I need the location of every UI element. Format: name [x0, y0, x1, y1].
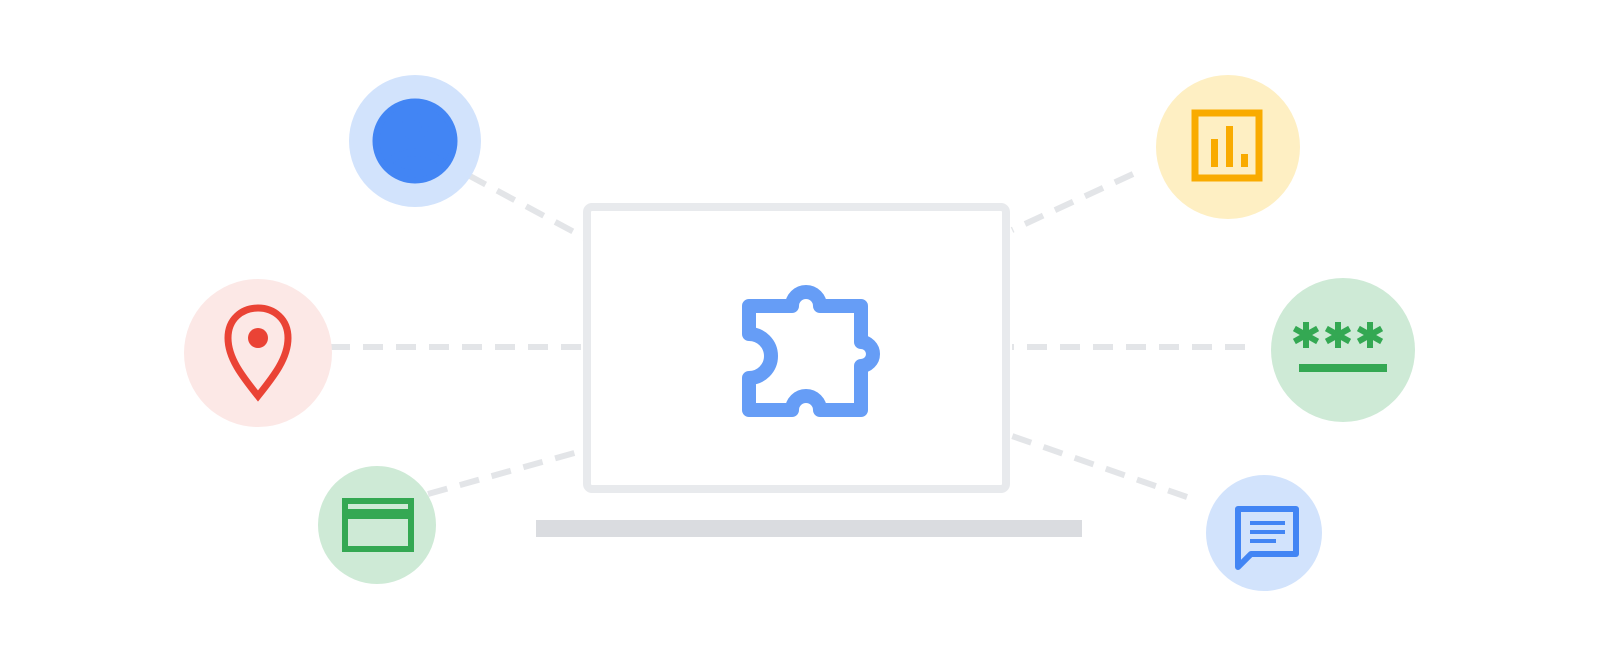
account-circle-icon	[372, 98, 458, 184]
node-analytics	[1156, 75, 1300, 219]
bar-chart-icon	[1191, 109, 1263, 182]
connector-analytics	[1010, 171, 1135, 233]
node-profile	[349, 75, 481, 207]
asterisk-1	[1292, 322, 1320, 348]
chat-message-icon	[1235, 506, 1299, 570]
node-password	[1271, 278, 1415, 422]
password-asterisks-icon	[1292, 322, 1387, 372]
asterisk-2	[1324, 322, 1352, 348]
laptop-screen	[583, 203, 1010, 493]
node-location	[184, 279, 332, 427]
password-underline	[1299, 364, 1387, 372]
credit-card-icon	[342, 498, 414, 552]
connectors	[330, 171, 1245, 500]
connector-messages	[1011, 433, 1188, 500]
asterisk-3	[1356, 322, 1384, 348]
location-pin-icon	[224, 304, 292, 402]
node-messages	[1206, 475, 1322, 591]
puzzle-piece-icon	[742, 285, 880, 417]
payment-node-circle	[318, 466, 436, 584]
puzzle-piece-shape	[742, 285, 880, 417]
connector-profile	[466, 172, 587, 241]
node-payment	[318, 466, 436, 584]
location-node-circle	[184, 279, 332, 427]
password-node-circle	[1271, 278, 1415, 422]
connector-payment	[427, 447, 586, 497]
laptop	[536, 203, 1082, 537]
laptop-base	[536, 520, 1082, 537]
